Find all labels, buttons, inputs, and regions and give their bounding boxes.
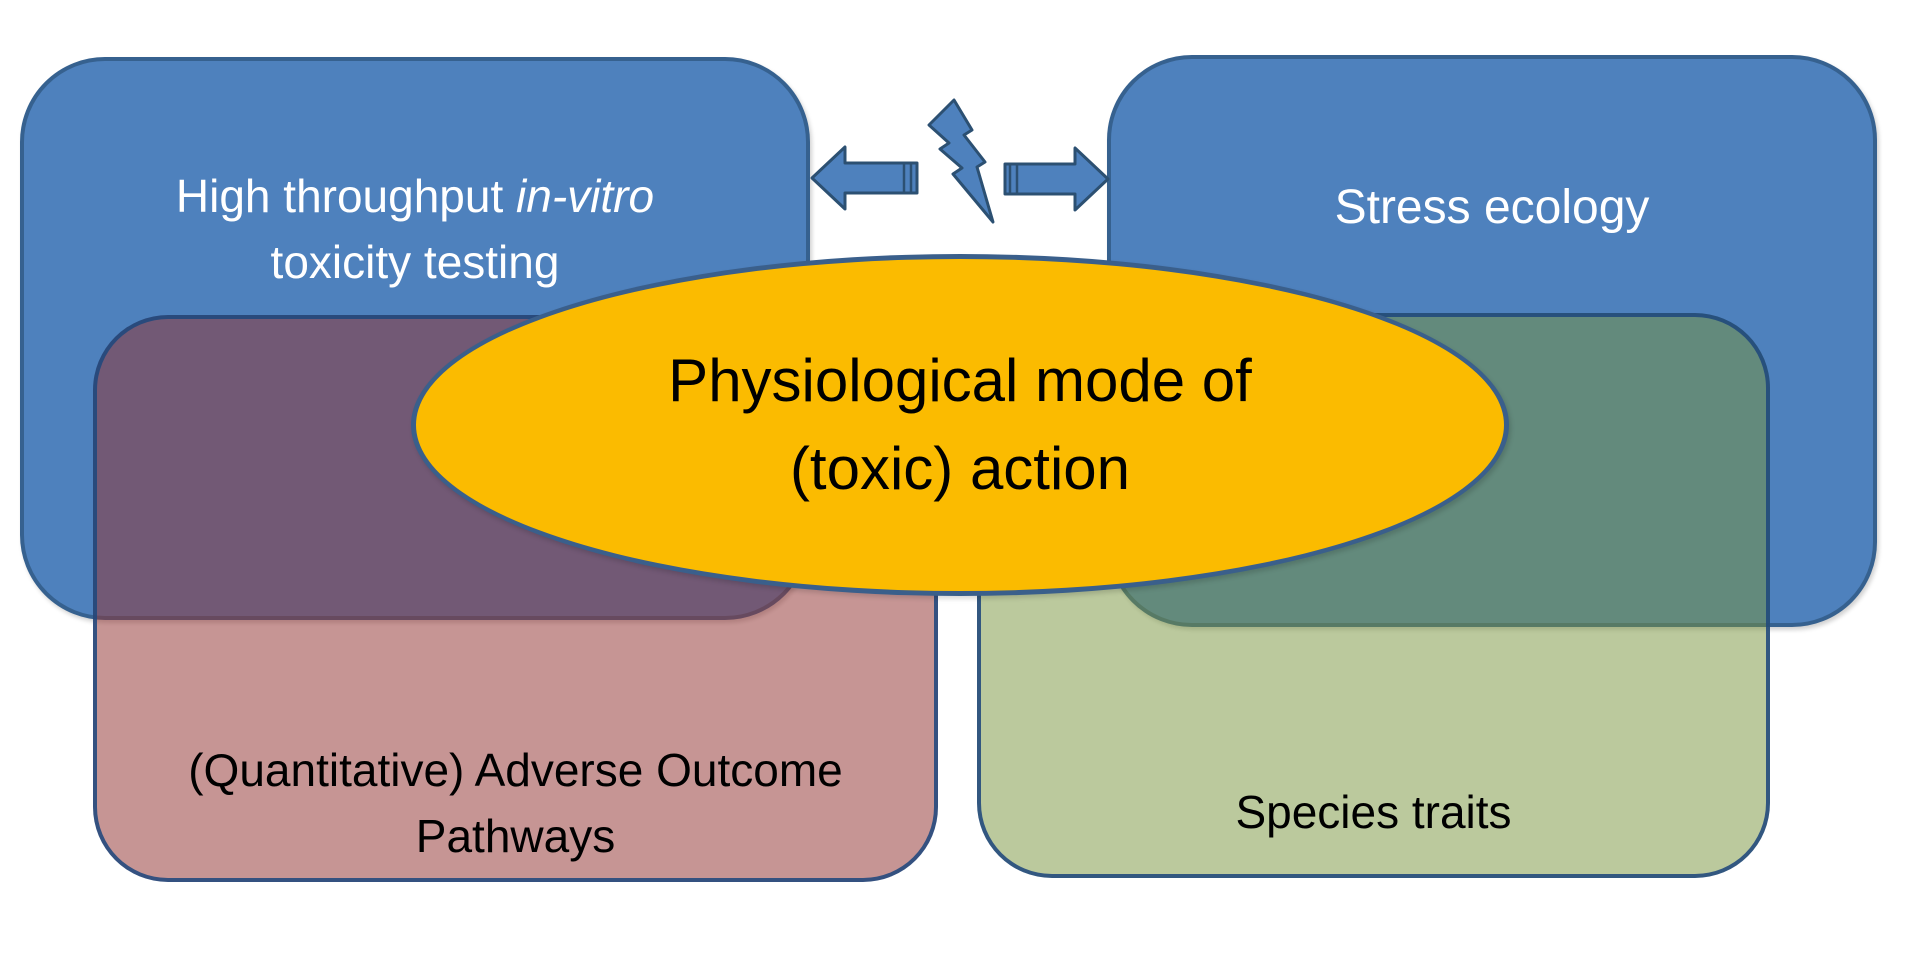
box-high-throughput-label: High throughput in-vitro toxicity testin… — [24, 163, 806, 295]
label-line2: Pathways — [415, 810, 616, 862]
label-line1-italic: in-vitro — [516, 170, 655, 222]
left-arrow-icon — [810, 145, 919, 211]
box-species-traits-label: Species traits — [1235, 786, 1512, 838]
box-adverse-outcome-pathways-label: (Quantitative) Adverse Outcome Pathways — [97, 737, 934, 869]
ellipse-line2: (toxic) action — [789, 435, 1131, 502]
right-arrow-icon — [1003, 146, 1110, 212]
ellipse-physiological-mode-of-toxic-action: Physiological mode of (toxic) action — [411, 254, 1509, 596]
label-line2: toxicity testing — [270, 236, 560, 288]
label-line1: (Quantitative) Adverse Outcome — [188, 744, 843, 796]
lightning-bolt-icon — [927, 98, 995, 224]
connector-icons — [810, 98, 1110, 224]
ellipse-line1: Physiological mode of — [668, 347, 1252, 414]
label-line1-regular: High throughput — [175, 170, 517, 222]
box-stress-ecology-label: Stress ecology — [1334, 181, 1650, 234]
ellipse-label: Physiological mode of (toxic) action — [668, 337, 1252, 513]
